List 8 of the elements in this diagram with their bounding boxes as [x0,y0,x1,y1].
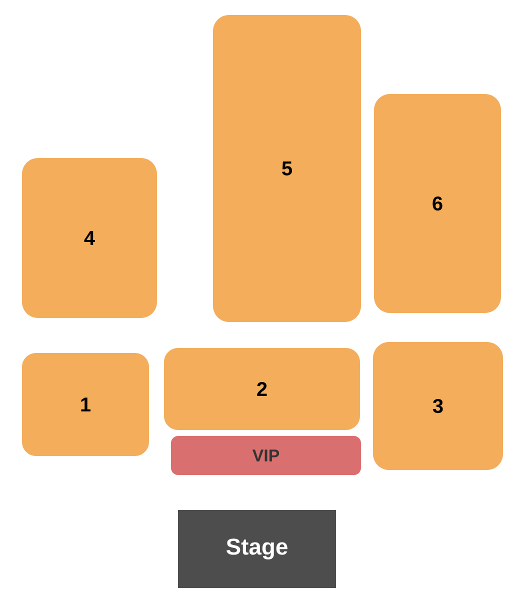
seating-section: 3 [373,342,503,470]
vip-section: VIP [171,436,361,475]
seating-section: 5 [213,15,361,322]
seating-section: 2 [164,348,360,430]
seating-section: 4 [22,158,157,318]
seating-section: 6 [374,94,501,313]
seating-section: 1 [22,353,149,456]
stage-area: Stage [178,510,336,588]
